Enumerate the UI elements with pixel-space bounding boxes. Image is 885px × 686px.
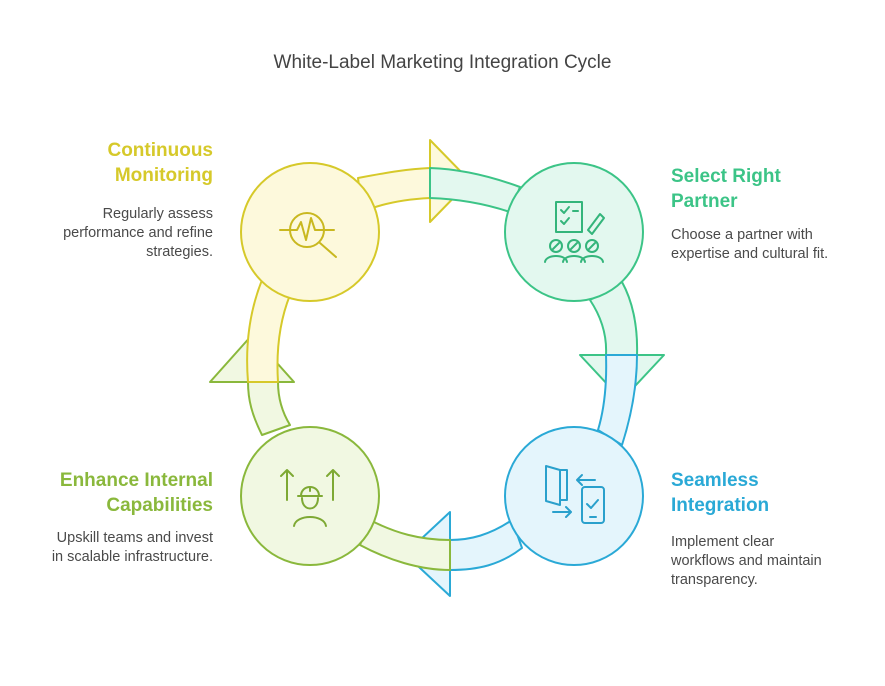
step-monitoring-desc: Regularly assess performance and refine … (63, 206, 213, 260)
step-seamless-title: Seamless Integration (671, 470, 770, 516)
step-enhance-title: Enhance Internal Capabilities (59, 470, 213, 516)
step-seamless-desc: Implement clear workflows and maintain t… (671, 534, 822, 588)
checklist-team-icon (544, 201, 605, 263)
circle-seamless-integration (504, 426, 644, 566)
phone-sync-icon (545, 465, 605, 524)
circle-monitoring (240, 162, 380, 302)
step-select-title: Select Right Partner (671, 166, 781, 212)
step-enhance-desc: Upskill teams and invest in scalable inf… (51, 530, 213, 565)
arrow-monitor-to-select (357, 139, 471, 223)
arrow-seamless-to-enhance-tail (359, 519, 451, 571)
arrow-seamless-to-enhance (404, 511, 523, 597)
step-monitoring-title: Continuous Monitoring (107, 140, 213, 186)
step-select-desc: Choose a partner with expertise and cult… (671, 227, 829, 262)
performance-search-icon (279, 212, 337, 258)
worker-upskill-icon (280, 469, 340, 527)
page-title: White-Label Marketing Integration Cycle (273, 52, 612, 73)
arrow-select-to-seamless (579, 281, 665, 401)
